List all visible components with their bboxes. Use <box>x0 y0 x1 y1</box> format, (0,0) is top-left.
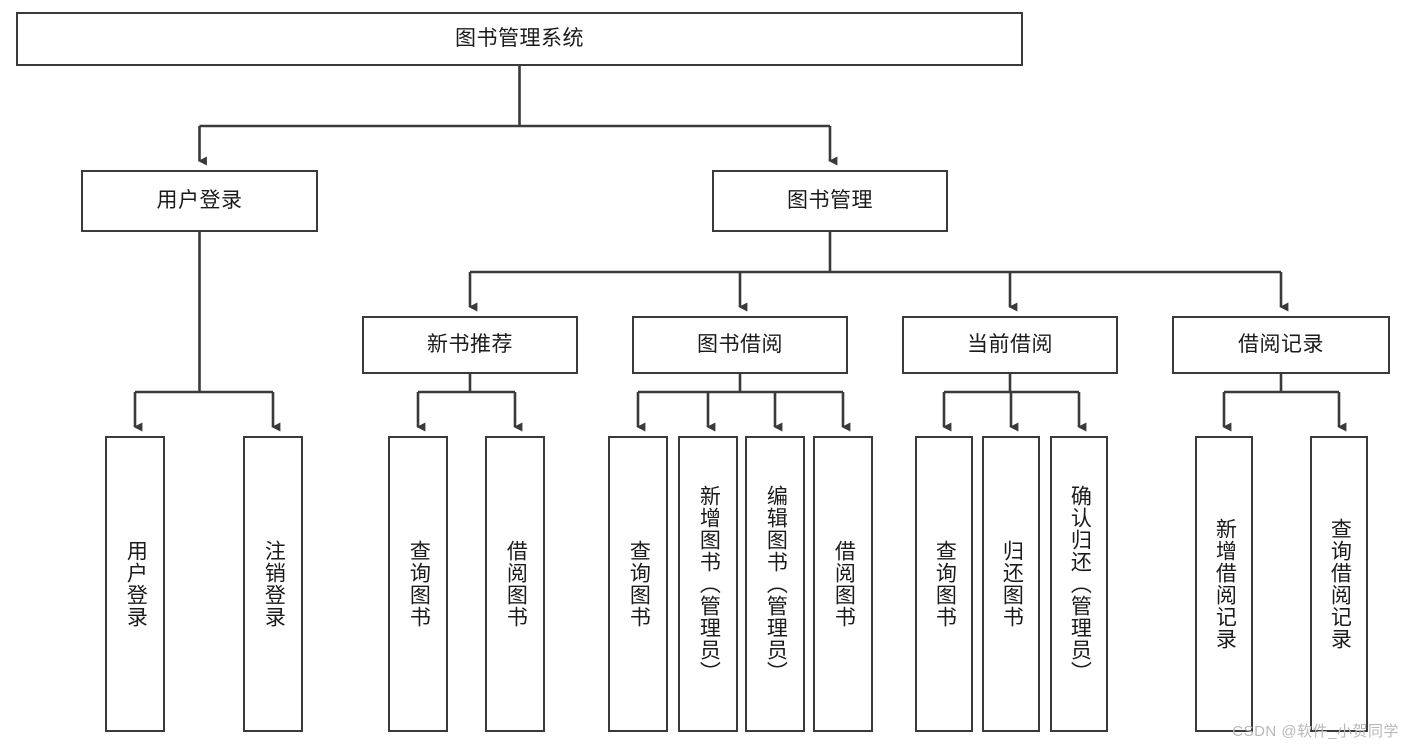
node-current-borrow[interactable]: 当前借阅 <box>902 316 1118 374</box>
node-leaf-query-book-3[interactable]: 查询图书 <box>915 436 973 732</box>
node-leaf-query-book-2[interactable]: 查询图书 <box>608 436 668 732</box>
node-user-login-label: 用户登录 <box>156 188 243 212</box>
node-new-book-recommend[interactable]: 新书推荐 <box>362 316 578 374</box>
node-leaf-return-book[interactable]: 归还图书 <box>982 436 1040 732</box>
node-leaf-edit-book[interactable]: 编辑图书（管理员） <box>745 436 805 732</box>
node-leaf-confirm-return[interactable]: 确认归还（管理员） <box>1050 436 1108 732</box>
node-leaf-add-borrow-record-label: 新增借阅记录 <box>1213 518 1237 650</box>
node-leaf-query-book-2-label: 查询图书 <box>627 540 651 628</box>
node-leaf-logout-label: 注销登录 <box>262 540 286 628</box>
node-new-book-recommend-label: 新书推荐 <box>427 332 513 356</box>
node-current-borrow-label: 当前借阅 <box>967 332 1053 356</box>
node-book-manage-label: 图书管理 <box>787 188 873 212</box>
node-leaf-edit-book-label: 编辑图书（管理员） <box>764 485 788 683</box>
node-leaf-user-login-label: 用户登录 <box>124 540 148 628</box>
node-leaf-logout[interactable]: 注销登录 <box>243 436 303 732</box>
node-book-borrow-label: 图书借阅 <box>697 332 783 356</box>
watermark: CSDN @软件_小贺同学 <box>1232 723 1399 740</box>
node-leaf-confirm-return-label: 确认归还（管理员） <box>1068 485 1092 683</box>
node-leaf-add-borrow-record[interactable]: 新增借阅记录 <box>1195 436 1253 732</box>
node-leaf-user-login[interactable]: 用户登录 <box>105 436 165 732</box>
node-leaf-query-book-1[interactable]: 查询图书 <box>388 436 448 732</box>
node-leaf-query-borrow-record[interactable]: 查询借阅记录 <box>1310 436 1368 732</box>
node-leaf-add-book-label: 新增图书（管理员） <box>697 485 721 683</box>
node-leaf-borrow-book-2-label: 借阅图书 <box>832 540 856 628</box>
node-borrow-record-label: 借阅记录 <box>1238 332 1324 356</box>
node-book-borrow[interactable]: 图书借阅 <box>632 316 848 374</box>
node-leaf-borrow-book-2[interactable]: 借阅图书 <box>813 436 873 732</box>
node-leaf-query-book-3-label: 查询图书 <box>933 540 957 628</box>
node-leaf-query-borrow-record-label: 查询借阅记录 <box>1328 518 1352 650</box>
node-leaf-query-book-1-label: 查询图书 <box>407 540 431 628</box>
node-leaf-return-book-label: 归还图书 <box>1000 540 1024 628</box>
node-leaf-borrow-book-1[interactable]: 借阅图书 <box>485 436 545 732</box>
node-leaf-add-book[interactable]: 新增图书（管理员） <box>678 436 738 732</box>
node-user-login[interactable]: 用户登录 <box>81 170 318 232</box>
node-root[interactable]: 图书管理系统 <box>16 12 1023 66</box>
node-borrow-record[interactable]: 借阅记录 <box>1172 316 1390 374</box>
node-leaf-borrow-book-1-label: 借阅图书 <box>504 540 528 628</box>
node-book-manage[interactable]: 图书管理 <box>712 170 948 232</box>
node-root-label: 图书管理系统 <box>455 26 584 50</box>
